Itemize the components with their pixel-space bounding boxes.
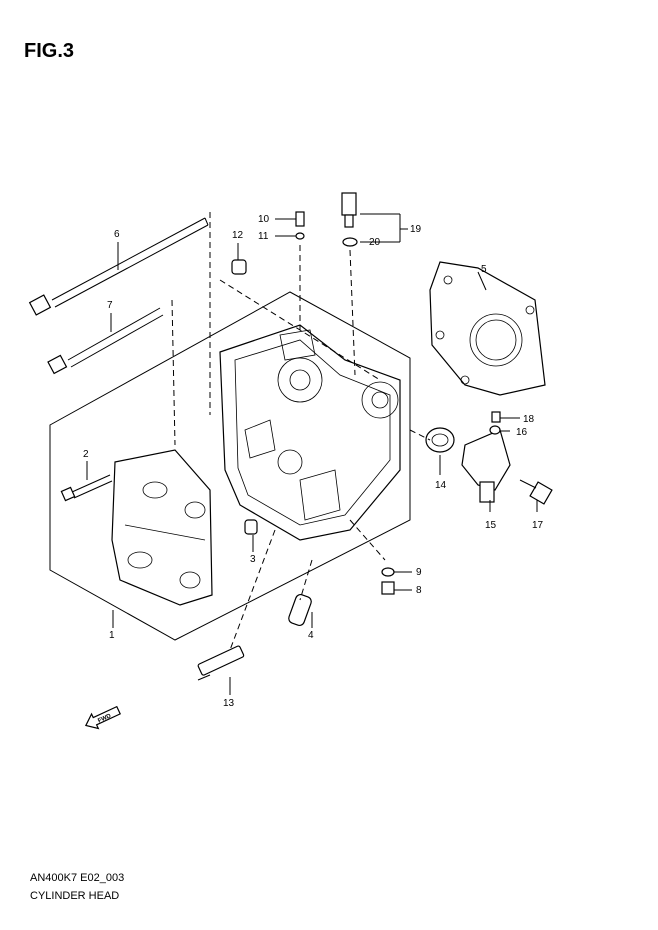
bolt-10 [295,211,305,227]
callout-1: 1 [109,630,115,641]
callout-5: 5 [481,264,487,275]
thermostat-14 [425,427,455,453]
spark-plug-13 [197,645,245,681]
callout-6: 6 [114,229,120,240]
camshaft-holder [111,449,213,606]
assembly-frame [49,291,411,641]
callout-17: 17 [532,520,544,531]
callout-13: 13 [223,698,235,709]
callout-3: 3 [250,554,256,565]
bolt-long-7 [47,307,164,375]
bolt-17 [519,479,553,505]
thermostat-case-15 [461,429,511,503]
oil-pipe-4 [288,593,312,627]
callout-16: 16 [516,427,528,438]
washer-11 [295,232,305,240]
dowel-pin-12 [231,259,247,275]
callout-12: 12 [232,230,244,241]
bleed-bolt-18 [491,411,501,423]
forward-direction-arrow-icon: FWD [85,705,121,730]
bolt-8 [381,581,395,595]
callout-9: 9 [416,567,422,578]
callout-2: 2 [83,449,89,460]
temperature-sensor-19 [341,192,357,228]
bolt-long-6 [28,217,209,316]
callout-10: 10 [258,214,270,225]
figure-name: CYLINDER HEAD [30,890,120,902]
gasket-20 [342,237,358,247]
leader-lines [86,212,538,695]
callout-20: 20 [369,237,381,248]
washer-16 [489,425,501,435]
callout-4: 4 [308,630,314,641]
washer-9 [381,567,395,577]
callout-7: 7 [107,300,113,311]
callout-18: 18 [523,414,535,425]
head-gasket-5 [429,261,546,396]
callout-8: 8 [416,585,422,596]
fwd-label: FWD [97,713,113,724]
figure-title: FIG.3 [24,40,75,62]
dowel-pin-3 [244,519,258,535]
callout-19: 19 [410,224,422,235]
callout-11: 11 [258,231,269,242]
bolt-2 [60,474,113,502]
callout-15: 15 [485,520,497,531]
model-code: AN400K7 E02_003 [30,872,125,884]
callout-14: 14 [435,480,447,491]
cylinder-head-body [219,324,401,541]
